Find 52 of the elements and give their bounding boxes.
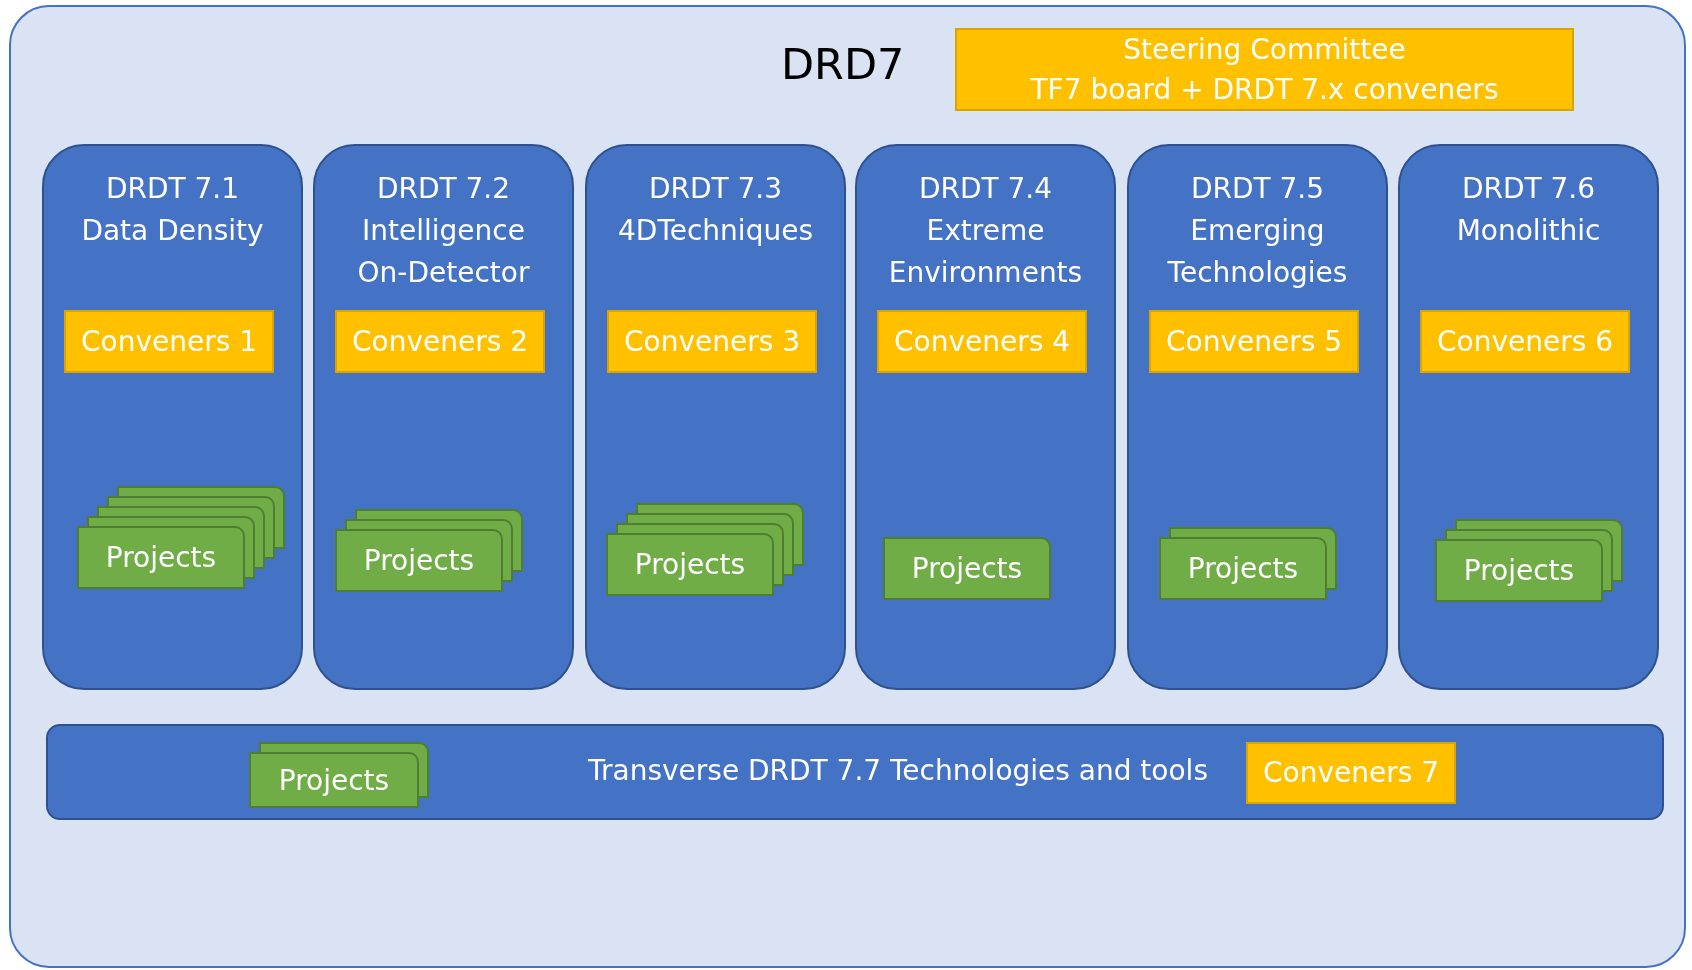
committee-box (955, 28, 1574, 111)
box-text: Steering Committee (1123, 31, 1406, 68)
card-label: Projects (278, 763, 390, 797)
convener-box (1420, 310, 1630, 373)
card-label: Projects (1462, 552, 1576, 589)
project-card-stack (606, 503, 804, 596)
project-card-stack (883, 537, 1051, 600)
diagram-heading: DRD7 (781, 39, 905, 89)
project-card-stack (1435, 519, 1623, 602)
column-code: DRDT 7.3 (647, 171, 784, 207)
column-code: DRDT 7.5 (1189, 171, 1326, 207)
diagram-frame (9, 5, 1686, 968)
convener-box (1246, 742, 1456, 804)
box-text: Conveners 5 (1165, 323, 1343, 360)
box-text: Conveners 2 (351, 323, 529, 360)
convener-box (877, 310, 1087, 373)
group-column (585, 144, 846, 690)
column-title: Intelligence On-Detector (356, 213, 531, 291)
column-title: Extreme Environments (887, 213, 1084, 291)
group-column (855, 144, 1116, 690)
column-code: DRDT 7.4 (917, 171, 1054, 207)
box-text: Conveners 3 (623, 323, 801, 360)
column-title: Monolithic (1455, 213, 1602, 249)
box-text: Conveners 6 (1436, 323, 1614, 360)
convener-box (64, 310, 274, 373)
card-label: Projects (104, 539, 218, 576)
group-column (1398, 144, 1659, 690)
group-column (42, 144, 303, 690)
transverse-band (46, 724, 1664, 820)
column-code: DRDT 7.6 (1460, 171, 1597, 207)
box-text: Conveners 7 (1263, 755, 1439, 791)
project-card-stack (1159, 527, 1337, 600)
box-text: Conveners 1 (80, 323, 258, 360)
card-label: Projects (633, 546, 747, 583)
convener-box (1149, 310, 1359, 373)
project-card-stack (249, 742, 429, 808)
column-code: DRDT 7.2 (375, 171, 512, 207)
project-card-stack (77, 486, 285, 589)
column-title: Data Density (80, 213, 265, 249)
column-title: Emerging Technologies (1166, 213, 1349, 291)
card-label: Projects (362, 542, 476, 579)
convener-box (607, 310, 817, 373)
group-column (313, 144, 574, 690)
column-title: 4DTechniques (617, 213, 814, 249)
group-column (1127, 144, 1388, 690)
card-label: Projects (910, 550, 1024, 587)
card-label: Projects (1186, 550, 1300, 587)
convener-box (335, 310, 545, 373)
box-text: Conveners 4 (893, 323, 1071, 360)
project-card-stack (335, 509, 523, 592)
column-code: DRDT 7.1 (104, 171, 241, 207)
box-text: TF7 board + DRDT 7.x conveners (1030, 71, 1499, 108)
